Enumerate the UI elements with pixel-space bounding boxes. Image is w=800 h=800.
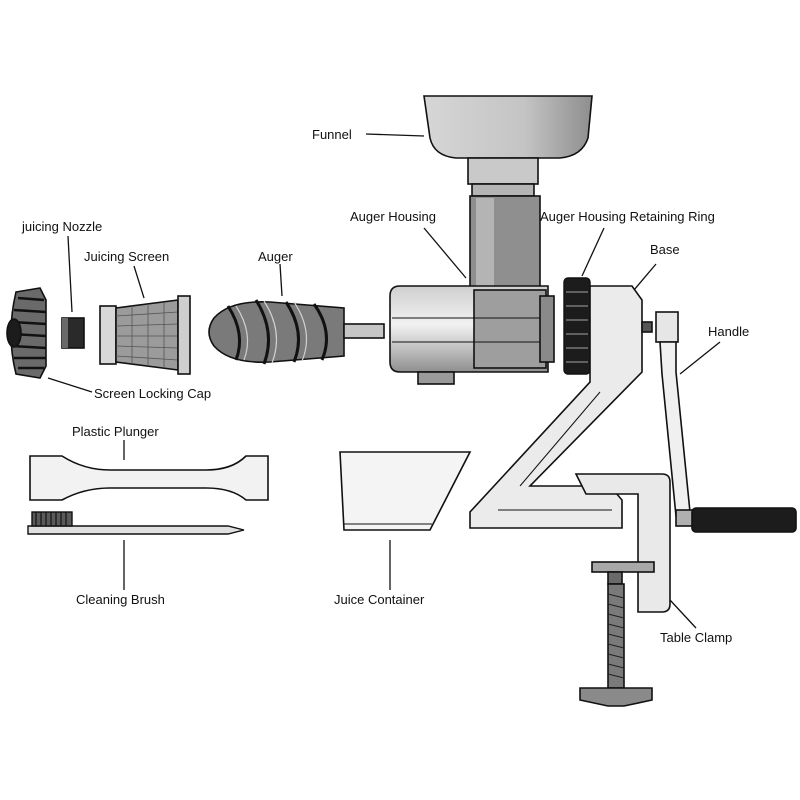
label-table-clamp: Table Clamp	[660, 630, 733, 645]
leader-auger-housing	[423, 227, 467, 279]
label-cleaning-brush: Cleaning Brush	[76, 592, 165, 607]
leader-auger	[279, 263, 283, 297]
screen-locking-cap-part	[6, 287, 47, 379]
label-auger-housing: Auger Housing	[350, 209, 436, 224]
label-plastic-plunger: Plastic Plunger	[72, 424, 159, 439]
juicing-nozzle-part	[61, 317, 85, 349]
label-juicing-screen: Juicing Screen	[84, 249, 170, 264]
auger-housing-part	[389, 195, 555, 385]
leader-juicing-nozzle	[67, 235, 73, 313]
leader-retaining-ring	[581, 227, 605, 277]
leader-juicing-screen	[133, 265, 145, 299]
leader-funnel	[365, 133, 425, 137]
plastic-plunger-part	[29, 455, 269, 501]
juice-container-part	[339, 451, 472, 531]
auger-part	[208, 299, 385, 365]
label-screen-locking-cap: Screen Locking Cap	[94, 386, 212, 401]
label-base: Base	[650, 242, 680, 257]
table-clamp-part	[574, 473, 671, 707]
label-handle: Handle	[708, 324, 750, 339]
leader-lines	[47, 133, 721, 629]
leader-screen-locking-cap	[47, 377, 93, 393]
leader-base	[633, 263, 657, 291]
leader-handle	[679, 341, 721, 375]
funnel-part	[423, 95, 593, 197]
leader-table-clamp	[669, 599, 697, 629]
retaining-ring-part	[563, 277, 591, 375]
label-auger: Auger	[258, 249, 293, 264]
label-funnel: Funnel	[312, 127, 352, 142]
label-auger-housing-retaining-ring: Auger Housing Retaining Ring	[540, 209, 715, 224]
handle-part	[655, 311, 797, 533]
juicing-screen-part	[99, 295, 191, 375]
label-juicing-nozzle: juicing Nozzle	[22, 219, 103, 234]
label-juice-container: Juice Container	[334, 592, 425, 607]
cleaning-brush-part	[27, 511, 245, 535]
